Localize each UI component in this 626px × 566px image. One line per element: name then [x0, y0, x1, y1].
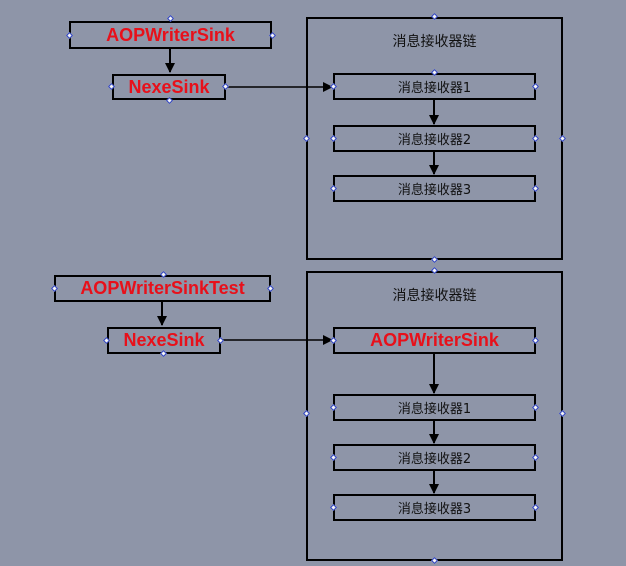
aop-writer-sink-top[interactable]: AOPWriterSink — [69, 21, 272, 49]
receiver-1-bottom[interactable]: 消息接收器1 — [333, 394, 536, 421]
aop-writer-sink-test-bottom[interactable]: AOPWriterSinkTest — [54, 275, 271, 302]
receiver-2-bottom-label: 消息接收器2 — [397, 452, 472, 467]
receiver-1-top[interactable]: 消息接收器1 — [333, 73, 536, 100]
receiver-1-top-label: 消息接收器1 — [397, 81, 472, 96]
nexe-sink-bottom-label: NexeSink — [123, 330, 205, 350]
receiver-3-bottom-label: 消息接收器3 — [397, 502, 472, 517]
receiver-3-top[interactable]: 消息接收器3 — [333, 175, 536, 202]
receiver-2-top-label: 消息接收器2 — [397, 133, 472, 148]
receiver-chain-title-top: 消息接收器链 — [392, 34, 477, 50]
receiver-chain-title-bottom: 消息接收器链 — [392, 288, 477, 304]
receiver-1-bottom-label: 消息接收器1 — [397, 402, 472, 417]
receiver-2-top[interactable]: 消息接收器2 — [333, 125, 536, 152]
nexe-sink-top-label: NexeSink — [128, 76, 210, 97]
aop-writer-sink-test-label: AOPWriterSinkTest — [80, 278, 245, 298]
receiver-3-bottom[interactable]: 消息接收器3 — [333, 494, 536, 521]
aop-writer-sink-top-label: AOPWriterSink — [106, 24, 235, 45]
receiver-3-top-label: 消息接收器3 — [397, 183, 472, 198]
aop-writer-sink-chain-item-label: AOPWriterSink — [370, 330, 499, 350]
receiver-2-bottom[interactable]: 消息接收器2 — [333, 444, 536, 471]
aop-writer-sink-chain-item[interactable]: AOPWriterSink — [333, 327, 536, 354]
